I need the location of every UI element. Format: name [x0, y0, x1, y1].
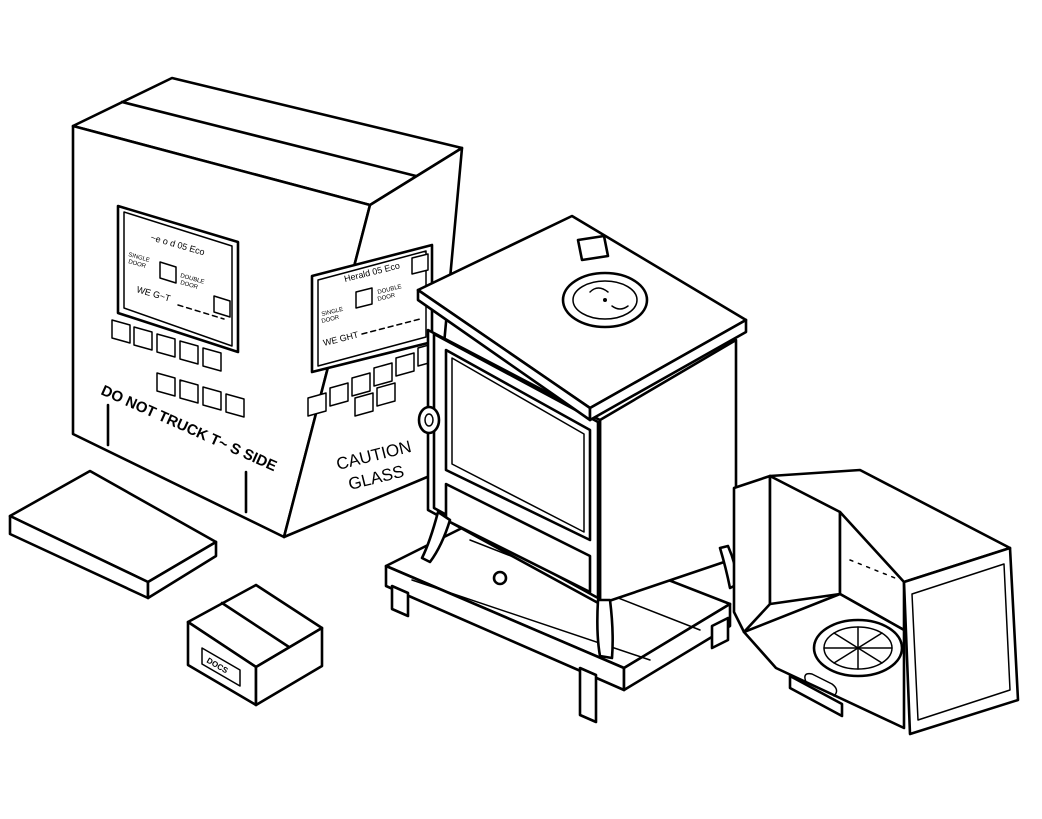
right-double-text: DOUBLE — [377, 284, 402, 296]
pallet-leg — [578, 666, 598, 724]
liner-handle — [788, 674, 844, 718]
firebox-liner — [732, 468, 1020, 736]
stove-leg-front-left — [420, 510, 452, 564]
stove-glass-window — [444, 348, 592, 542]
liner-left-wall — [732, 474, 772, 634]
right-single-text: SINGLE — [321, 307, 344, 318]
left-label-border — [123, 211, 233, 347]
stove-ash-drawer — [444, 482, 592, 594]
stove-leg-front-right — [596, 598, 614, 660]
liner-right-wall — [902, 546, 1020, 736]
grate-spokes — [823, 626, 893, 670]
air-control-knob — [492, 570, 508, 586]
left-single-text-2: DOOR — [127, 259, 147, 270]
right-single-text-2: DOOR — [321, 315, 341, 325]
pallet-side — [622, 602, 732, 692]
flat-panel — [8, 469, 218, 600]
small-box-side — [254, 626, 324, 707]
left-weight-line — [177, 304, 225, 320]
right-double-text-2: DOOR — [377, 293, 397, 303]
right-face-squares — [307, 342, 437, 417]
left-single-text: SINGLE — [127, 252, 150, 264]
right-label-border — [317, 250, 427, 367]
shipping-box: ~e o d 05 Eco SINGLE DOOR DOUBLE DOOR WE… — [71, 76, 464, 539]
flue-collar-inner — [572, 280, 638, 320]
flat-panel-side-edge — [146, 540, 218, 600]
box-tape-seam — [120, 100, 418, 178]
small-box-label-panel — [201, 647, 241, 687]
stove-door-handle — [417, 405, 441, 435]
left-double-checkbox — [213, 295, 231, 318]
left-label-panel — [116, 204, 240, 354]
flue-plate-detail — [589, 287, 629, 310]
liner-handle-grip — [804, 672, 838, 697]
right-weight-line — [361, 318, 421, 335]
stove-glass-inner — [451, 357, 585, 533]
small-box-tape — [220, 601, 291, 649]
pallet — [384, 510, 732, 724]
pallet-leg — [710, 616, 730, 650]
left-face-squares — [111, 319, 245, 418]
pallet-leg — [390, 584, 410, 618]
liner-right-wall-inner — [911, 563, 1011, 721]
wood-stove — [416, 214, 748, 660]
stove-top-plate-side-edge — [588, 318, 748, 422]
right-single-checkbox — [355, 287, 373, 309]
right-double-checkbox — [411, 253, 429, 275]
rear-flue-outlet — [576, 234, 610, 262]
stove-door-handle-inner — [424, 413, 434, 427]
left-single-checkbox — [159, 261, 177, 284]
flue-center-dot — [603, 298, 607, 302]
small-box: DOCS — [186, 583, 324, 707]
left-double-text-2: DOOR — [179, 280, 199, 291]
liner-dotted-line — [849, 559, 901, 581]
